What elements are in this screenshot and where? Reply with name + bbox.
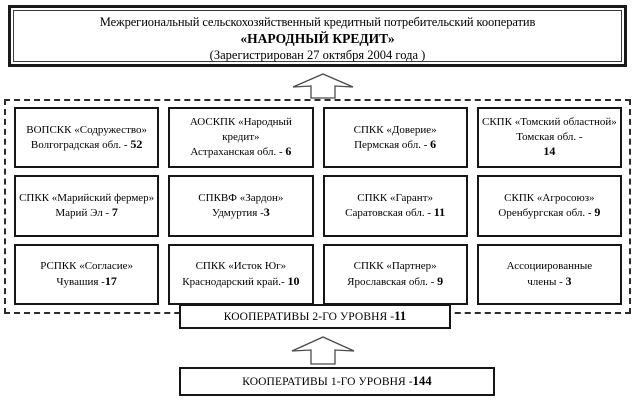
- member-count: 11: [433, 205, 446, 220]
- member-region: 14: [543, 144, 555, 160]
- member-cell[interactable]: ВОПСКК «Содружество» Волгоградская обл. …: [14, 107, 160, 169]
- member-count: 9: [594, 205, 601, 220]
- member-region: Волгоградская обл. - 52: [30, 137, 143, 152]
- member-count: 52: [130, 137, 143, 152]
- level-1-cooperatives-box[interactable]: КООПЕРАТИВЫ 1-ГО УРОВНЯ - 144: [179, 367, 495, 396]
- member-cell[interactable]: СКПК «Томский областной» Томская обл. - …: [476, 107, 622, 169]
- member-name: СПКК «Партнер»: [353, 260, 437, 273]
- member-cell[interactable]: СКПК «Агросоюз» Оренбургская обл. - 9: [476, 175, 622, 237]
- member-cell[interactable]: СПКВФ «Зардон» Удмуртия -3: [168, 175, 314, 237]
- level-2-cooperatives-box[interactable]: КООПЕРАТИВЫ 2-ГО УРОВНЯ - 11: [179, 304, 451, 329]
- member-cell[interactable]: СПКК «Партнер» Ярославская обл. - 9: [322, 243, 468, 305]
- member-cell[interactable]: АОСКПК «Народный кредит» Астраханская об…: [168, 107, 314, 169]
- member-name: СПКК «Исток Юг»: [195, 260, 287, 273]
- member-name: СПКК «Гарант»: [357, 191, 433, 204]
- member-name: СПКК «Марийский фермер» Марий Эл - 7: [19, 191, 155, 220]
- organization-title-box: Межрегиональный сельскохозяйственный кре…: [8, 5, 627, 67]
- member-name: Ассоциированные: [506, 260, 593, 273]
- member-count: 7: [111, 205, 118, 220]
- member-count: 9: [437, 273, 444, 288]
- member-count: 14: [543, 144, 556, 159]
- member-region: Саратовская обл. - 11: [345, 205, 446, 220]
- level-2-label: КООПЕРАТИВЫ 2-ГО УРОВНЯ -: [223, 310, 395, 323]
- member-count: 17: [104, 273, 117, 288]
- member-region: члены - 3: [527, 273, 572, 288]
- member-cell[interactable]: СПКК «Исток Юг» Краснодарский край.- 10: [168, 243, 314, 305]
- member-region: Краснодарский край.- 10: [182, 273, 300, 288]
- arrow-up-icon-bottom: [289, 335, 357, 365]
- level-1-count: 144: [412, 374, 432, 388]
- member-name: СПКВФ «Зардон»: [198, 191, 284, 204]
- member-cell[interactable]: СПКК «Марийский фермер» Марий Эл - 7: [14, 175, 160, 237]
- member-region: Оренбургская обл. - 9: [498, 205, 601, 220]
- member-name: РСПКК «Согласие»: [40, 260, 134, 273]
- member-name: СКПК «Агросоюз»: [504, 191, 595, 204]
- member-count: 3: [263, 205, 270, 220]
- member-region: Пермская обл. - 6: [354, 137, 437, 152]
- member-count: 6: [285, 144, 292, 159]
- member-name: АОСКПК «Народный кредит»: [189, 116, 292, 143]
- member-cooperatives-grid: ВОПСКК «Содружество» Волгоградская обл. …: [14, 107, 622, 305]
- member-count: 6: [430, 137, 437, 152]
- member-region: Астраханская обл. - 6: [190, 144, 292, 159]
- arrow-up-icon-top: [291, 72, 355, 99]
- member-name: СПКК «Доверие»: [353, 123, 437, 136]
- level-1-label: КООПЕРАТИВЫ 1-ГО УРОВНЯ -: [242, 375, 413, 388]
- member-count: 3: [565, 273, 572, 288]
- member-region: Ярославская обл. - 9: [347, 273, 444, 288]
- member-name: СКПК «Томский областной» Томская обл. -: [481, 116, 617, 143]
- member-cell[interactable]: Ассоциированные члены - 3: [476, 243, 622, 305]
- member-region: Удмуртия -3: [211, 205, 270, 220]
- member-name: ВОПСКК «Содружество»: [26, 123, 147, 136]
- member-cell[interactable]: СПКК «Доверие» Пермская обл. - 6: [322, 107, 468, 169]
- member-cell[interactable]: РСПКК «Согласие» Чувашия -17: [14, 243, 160, 305]
- organization-registration-date: (Зарегистрирован 27 октября 2004 года ): [209, 48, 426, 62]
- member-region: Чувашия -17: [56, 273, 117, 288]
- organization-short-name: «НАРОДНЫЙ КРЕДИТ»: [240, 31, 395, 46]
- organization-title-inner: Межрегиональный сельскохозяйственный кре…: [13, 10, 622, 62]
- level-2-count: 11: [394, 309, 407, 323]
- member-cell[interactable]: СПКК «Гарант» Саратовская обл. - 11: [322, 175, 468, 237]
- member-count: 10: [287, 273, 300, 288]
- organization-full-name: Межрегиональный сельскохозяйственный кре…: [99, 15, 536, 29]
